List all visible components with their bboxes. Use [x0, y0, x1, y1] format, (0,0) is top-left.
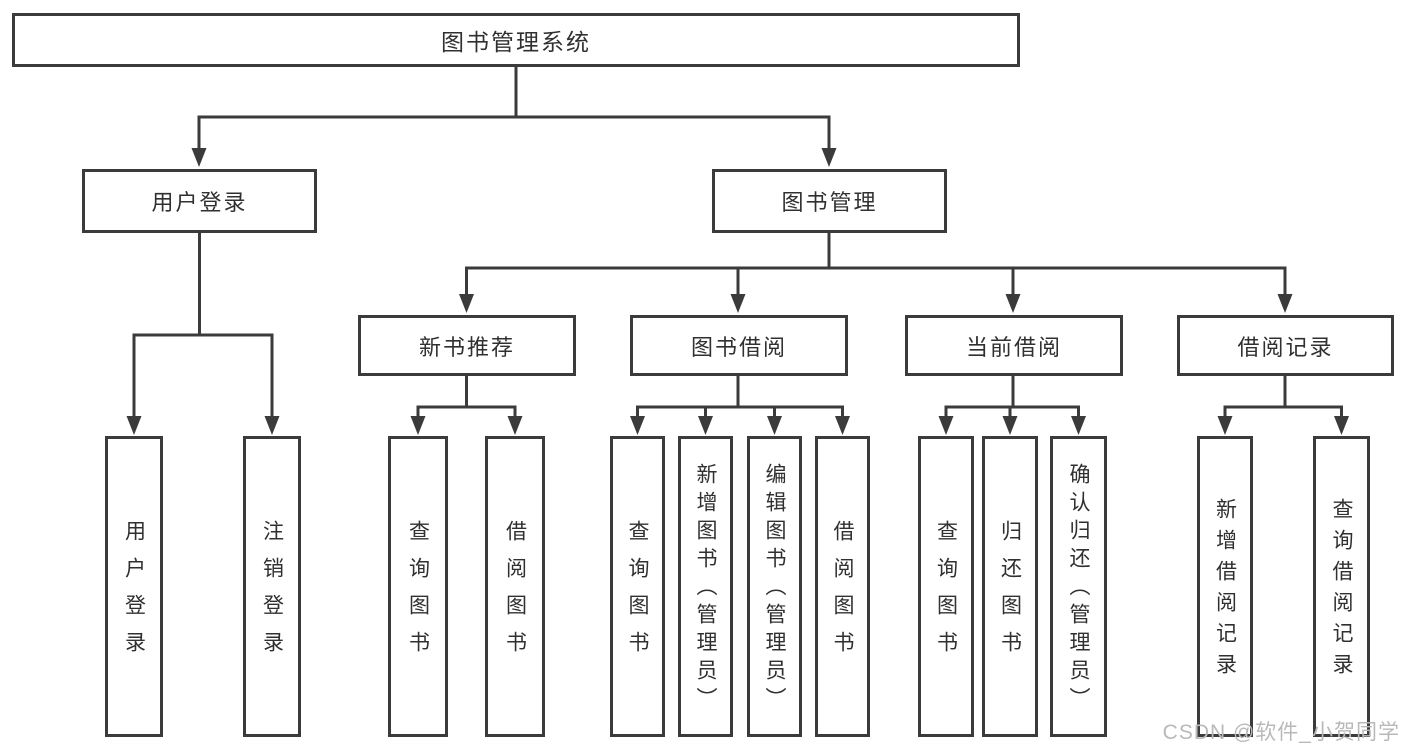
node-user-login: 用户登录 — [82, 169, 317, 233]
node-library-management-system: 图书管理系统 — [12, 13, 1020, 67]
csdn-watermark: CSDN @软件_小贺同学 — [1162, 721, 1400, 744]
node-label: 查询借阅记录 — [1330, 497, 1353, 684]
node-label: 新增借阅记录 — [1213, 497, 1237, 684]
node-label: 查询图书 — [406, 519, 430, 668]
leaf-user-login: 用户登录 — [105, 436, 163, 737]
node-book-management: 图书管理 — [712, 169, 947, 233]
node-current-borrow: 当前借阅 — [905, 315, 1123, 376]
node-borrow-records: 借阅记录 — [1177, 315, 1394, 376]
arrowheads — [126, 148, 1349, 435]
leaf-borrow-books-borrow: 借阅图书 — [815, 436, 870, 737]
node-label: 查询图书 — [934, 519, 958, 668]
node-label: 图书管理系统 — [441, 29, 591, 55]
leaf-query-books-borrow: 查询图书 — [610, 436, 665, 737]
leaf-edit-book-admin: 编辑图书（管理员） — [747, 436, 802, 737]
node-label: 当前借阅 — [965, 334, 1062, 360]
leaf-query-books-current: 查询图书 — [918, 436, 974, 737]
leaf-logout: 注销登录 — [243, 436, 301, 737]
node-label: 用户登录 — [122, 519, 146, 668]
node-label: 新增图书（管理员） — [694, 463, 717, 715]
leaf-add-borrow-record: 新增借阅记录 — [1197, 436, 1253, 737]
node-label: 注销登录 — [260, 519, 284, 668]
leaf-query-borrow-record: 查询借阅记录 — [1313, 436, 1370, 737]
node-label: 借阅图书 — [503, 519, 527, 668]
node-label: 图书管理 — [781, 190, 878, 215]
leaf-borrow-books-recommend: 借阅图书 — [485, 436, 545, 737]
node-label: 编辑图书（管理员） — [763, 463, 786, 715]
node-label: 借阅图书 — [831, 519, 854, 668]
node-label: 查询图书 — [626, 519, 649, 668]
node-book-borrow: 图书借阅 — [630, 315, 848, 376]
node-label: 用户登录 — [151, 190, 248, 215]
leaf-confirm-return-admin: 确认归还（管理员） — [1050, 436, 1107, 737]
node-label: 借阅记录 — [1237, 334, 1334, 360]
node-label: 图书借阅 — [690, 334, 787, 360]
node-label: 新书推荐 — [418, 334, 515, 360]
node-new-book-recommend: 新书推荐 — [358, 315, 576, 376]
node-label: 归还图书 — [998, 519, 1022, 668]
leaf-query-books-recommend: 查询图书 — [388, 436, 448, 737]
leaf-add-book-admin: 新增图书（管理员） — [678, 436, 733, 737]
node-label: 确认归还（管理员） — [1067, 463, 1090, 715]
leaf-return-book: 归还图书 — [982, 436, 1038, 737]
